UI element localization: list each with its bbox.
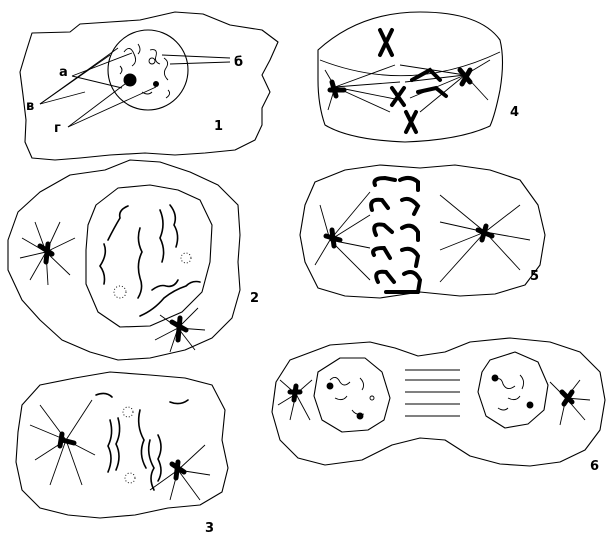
label-g: г	[54, 121, 61, 136]
panel-2-cell-outline	[8, 160, 240, 360]
panel-6-daughter-nucleus-left	[314, 358, 390, 432]
panel-5-spindle-fibers	[315, 192, 530, 282]
panel-2-prophase-cell: 2	[8, 160, 259, 360]
panel-number-1: 1	[214, 119, 223, 134]
panel-6-midbody-fibers	[405, 370, 460, 416]
panel-6-chromatin-right	[492, 375, 533, 410]
panel-6-cell-outline	[272, 338, 605, 466]
panel-2-chromatin-threads	[100, 205, 200, 316]
panel-2-centriole-right	[155, 308, 205, 352]
panel-1-small-nucleolus	[153, 81, 159, 87]
panel-number-4: 4	[510, 105, 519, 120]
panel-number-2: 2	[250, 291, 259, 306]
panel-3-centriole-left	[60, 434, 74, 446]
panel-2-centriole-left	[20, 222, 75, 285]
panel-4-equator-ellipse	[320, 52, 500, 76]
panel-3-nucleoli	[123, 407, 135, 483]
label-v: в	[26, 99, 34, 114]
panel-number-6: 6	[590, 459, 599, 474]
panel-6-aster-right	[550, 380, 590, 425]
panel-2-nucleoli	[114, 253, 191, 298]
panel-number-5: 5	[530, 269, 539, 284]
panel-3-prometaphase-cell: 3	[16, 372, 228, 536]
label-a: а	[59, 65, 68, 80]
panel-4-metaphase-cell: 4	[318, 12, 519, 142]
panel-6-telophase-cell: 6	[272, 338, 605, 474]
panel-4-centriole-right	[460, 70, 470, 84]
panel-6-chromatin-left	[327, 377, 374, 419]
panel-5-anaphase-cell: 5	[300, 165, 545, 298]
panel-1-leader-lines	[40, 48, 230, 127]
panel-5-chromosomes	[371, 178, 420, 292]
panel-1-interphase-cell: а в г б 1	[20, 12, 278, 160]
panel-1-chromatin	[120, 44, 170, 98]
panel-1-cell-outline	[20, 12, 278, 160]
panel-1-large-nucleolus	[124, 74, 137, 87]
panel-4-spindle-fibers	[325, 60, 490, 112]
panel-number-3: 3	[205, 521, 214, 536]
panel-4-chromosomes	[380, 30, 446, 132]
panel-6-daughter-nucleus-right	[478, 352, 548, 428]
panel-3-cell-outline	[16, 372, 228, 518]
panel-3-spindle-fibers	[30, 400, 210, 500]
panel-6-aster-left	[278, 380, 312, 420]
label-b: б	[234, 55, 243, 70]
panel-1-nucleus	[108, 30, 188, 110]
